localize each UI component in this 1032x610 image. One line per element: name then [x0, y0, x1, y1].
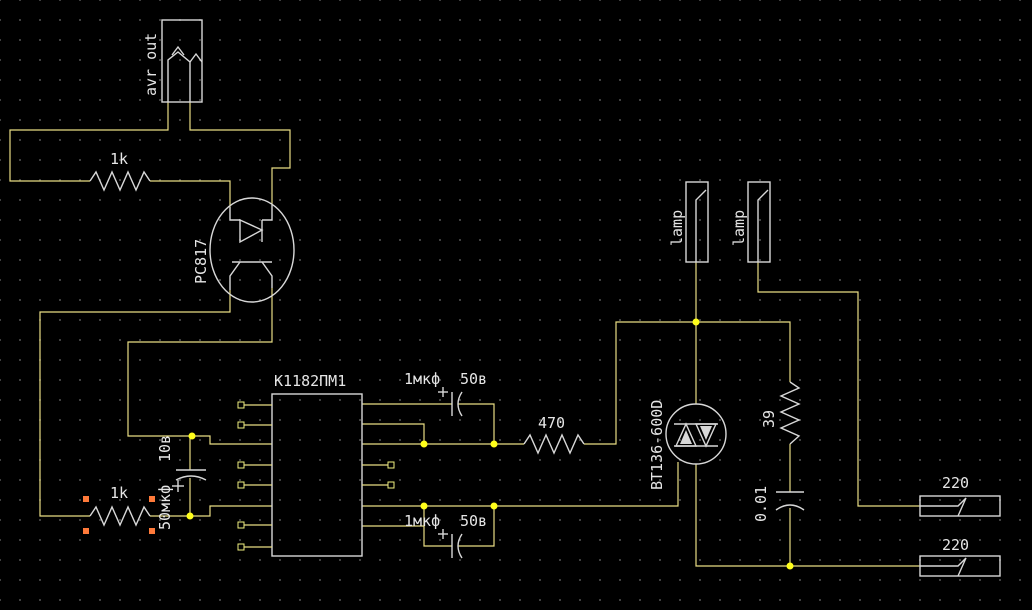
- label-cap-left-value: 50мкф: [156, 485, 174, 530]
- wire-cap-left-top[interactable]: [192, 435, 272, 445]
- ic-k1182pm1[interactable]: [237, 393, 395, 557]
- capacitor-left[interactable]: [172, 469, 207, 492]
- triac-bt136[interactable]: [665, 403, 727, 465]
- resistor-r-top[interactable]: [89, 170, 151, 192]
- wire-triac-to-mains2[interactable]: [695, 464, 920, 567]
- label-lamp2: lamp: [730, 210, 748, 246]
- label-optocoupler: PC817: [192, 239, 210, 284]
- wire-to-triac-gate[interactable]: [494, 462, 679, 507]
- label-lamp1: lamp: [668, 210, 686, 246]
- label-mains1: 220: [942, 474, 969, 492]
- avr-out-connector[interactable]: [161, 19, 203, 103]
- wire-r-top-to-opto[interactable]: [150, 180, 231, 207]
- label-c-snubber: 0.01: [752, 486, 770, 522]
- wire-cap-bot-left[interactable]: [423, 526, 452, 547]
- resistor-r-bottom[interactable]: [89, 505, 151, 527]
- wire-r-bottom-to-ic[interactable]: [150, 505, 272, 517]
- wires[interactable]: [9, 102, 920, 567]
- lamp1-connector[interactable]: [685, 181, 709, 263]
- label-r-snubber: 39: [760, 410, 778, 428]
- label-cap-top-value: 1мкф: [404, 370, 440, 388]
- wire-avr-to-r-top[interactable]: [9, 102, 169, 182]
- label-cap-bot-voltage: 50в: [460, 512, 487, 530]
- resistor-r-snubber[interactable]: [779, 381, 801, 445]
- wire-ic-pin-right1[interactable]: [362, 423, 425, 444]
- label-triac: BT136-600D: [648, 400, 666, 490]
- selection-handles[interactable]: [83, 496, 155, 534]
- wire-opto-to-r-bottom[interactable]: [39, 290, 231, 517]
- wire-opto-to-ic[interactable]: [127, 288, 273, 437]
- mains1-connector[interactable]: [919, 495, 1001, 517]
- label-avr-out: avr out: [142, 33, 160, 96]
- label-r-top: 1k: [110, 150, 128, 168]
- label-cap-bot-value: 1мкф: [404, 512, 440, 530]
- wire-lamp2-to-mains1[interactable]: [757, 262, 920, 507]
- label-cap-top-voltage: 50в: [460, 370, 487, 388]
- capacitor-bottom[interactable]: [438, 529, 463, 559]
- lamp2-connector[interactable]: [747, 181, 771, 263]
- mains2-connector[interactable]: [919, 555, 1001, 577]
- wire-r-gate-to-lamp[interactable]: [584, 321, 696, 445]
- wire-avr-to-opto-k[interactable]: [189, 102, 291, 205]
- label-ic: K1182ПМ1: [274, 372, 346, 390]
- wire-cap-bot-right[interactable]: [458, 506, 495, 547]
- optocoupler[interactable]: [209, 197, 295, 303]
- wire-cap-top-right[interactable]: [458, 403, 495, 444]
- junctions: [186, 318, 794, 570]
- wire-to-r-snubber[interactable]: [696, 321, 791, 382]
- label-cap-left-voltage: 10в: [156, 435, 174, 462]
- resistor-r-gate[interactable]: [523, 433, 585, 455]
- capacitor-snubber[interactable]: [775, 491, 805, 511]
- label-mains2: 220: [942, 536, 969, 554]
- label-r-gate: 470: [538, 414, 565, 432]
- label-r-bottom: 1k: [110, 484, 128, 502]
- capacitor-top[interactable]: [438, 387, 463, 417]
